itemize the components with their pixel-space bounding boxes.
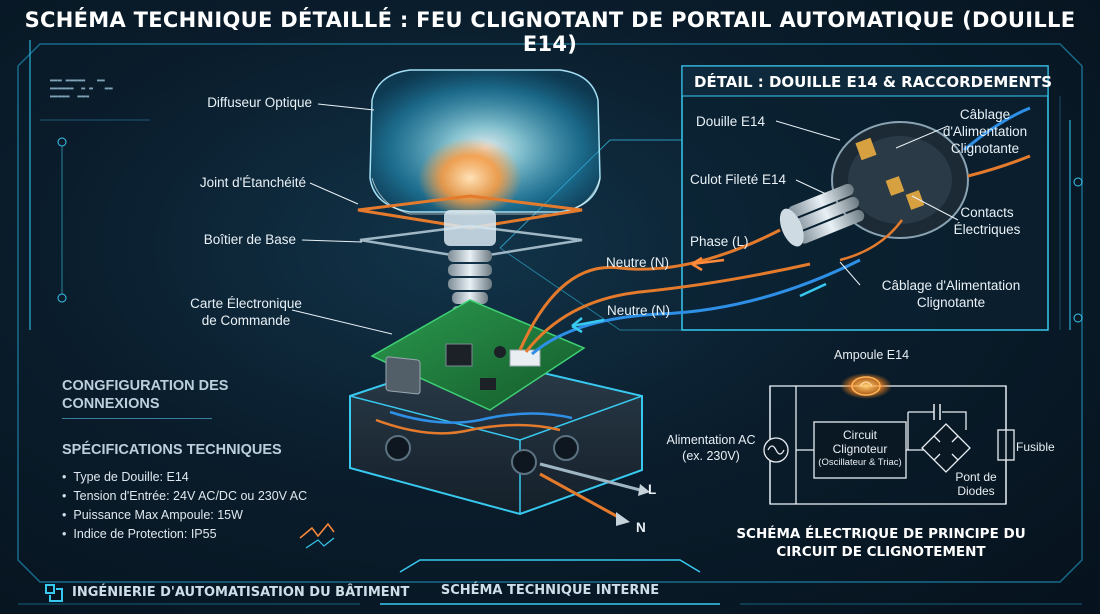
label-feed-wiring-top: Câblage d'Alimentation Clignotante <box>930 106 1040 157</box>
connections-title-2: CONNEXIONS <box>62 396 160 412</box>
spec-item: Puissance Max Ampoule: 15W <box>62 506 307 525</box>
label-feed-wiring-top-2: d'Alimentation <box>942 124 1028 139</box>
label-bridge: Pont de Diodes <box>950 470 1002 498</box>
label-board-line1: Carte Électronique <box>190 296 302 311</box>
circuit-caption-2: CIRCUIT DE CLIGNOTEMENT <box>776 544 986 560</box>
specs-list: Type de Douille: E14 Tension d'Entrée: 2… <box>62 468 307 544</box>
label-seal: Joint d'Étanchéité <box>199 175 306 190</box>
label-fuse: Fusible <box>1016 440 1055 454</box>
label-flasher-3: (Oscillateur & Triac) <box>818 457 902 468</box>
connections-title-1: CONGFIGURATION DES <box>62 378 229 394</box>
label-supply-2: (ex. 230V) <box>682 449 740 463</box>
circuit-caption-1: SCHÉMA ÉLECTRIQUE DE PRINCIPE DU <box>736 526 1026 542</box>
footer-left: INGÉNIERIE D'AUTOMATISATION DU BÂTIMENT <box>72 585 410 600</box>
spec-item: Tension d'Entrée: 24V AC/DC ou 230V AC <box>62 487 307 506</box>
label-contacts-1: Contacts <box>960 205 1014 220</box>
label-diffuser: Diffuseur Optique <box>207 95 312 110</box>
footer-center: SCHÉMA TECHNIQUE INTERNE <box>440 583 660 598</box>
spec-item: Indice de Protection: IP55 <box>62 525 307 544</box>
diffuser-dome <box>369 69 601 218</box>
label-contacts: Contacts Électriques <box>946 204 1028 238</box>
label-board: Carte Électronique de Commande <box>172 295 320 329</box>
label-feed-wiring-bottom: Câblage d'Alimentation Clignotante <box>862 277 1040 311</box>
divider <box>62 418 212 419</box>
label-bridge-2: Diodes <box>957 484 995 498</box>
detail-title: DÉTAIL : DOUILLE E14 & RACCORDEMENTS <box>694 73 1053 91</box>
label-feed-wiring-top-3: Clignotante <box>950 141 1020 156</box>
label-bulb: Ampoule E14 <box>834 348 910 362</box>
label-feed-wiring-bottom-1: Câblage d'Alimentation <box>881 278 1021 293</box>
label-bridge-1: Pont de <box>955 470 997 484</box>
label-supply: Alimentation AC (ex. 230V) <box>662 432 760 464</box>
spec-item: Type de Douille: E14 <box>62 468 307 487</box>
label-flasher-2: Clignoteur <box>832 442 888 456</box>
label-neutral-upper: Neutre (N) <box>606 255 670 270</box>
label-contacts-2: Électriques <box>953 222 1021 237</box>
label-socket: Douille E14 <box>696 114 766 129</box>
page-title: SCHÉMA TECHNIQUE DÉTAILLÉ : FEU CLIGNOTA… <box>24 8 1076 56</box>
label-flasher: Circuit Clignoteur (Oscillateur & Triac) <box>814 428 906 470</box>
label-threaded-base: Culot Fileté E14 <box>690 172 787 187</box>
circuit-caption: SCHÉMA ÉLECTRIQUE DE PRINCIPE DU CIRCUIT… <box>716 525 1046 561</box>
junction-box <box>349 354 643 516</box>
hud-readout: ▬▬▬ ▬▬▬▬▬ ▬▬ ▬▬▬▬▬▬ ▬ ▬ ▬▬ ▬▬▬▬▬ ▬▬▬ <box>50 76 113 100</box>
label-feed-wiring-bottom-2: Clignotante <box>916 295 986 310</box>
label-neutral-lower: Neutre (N) <box>607 303 671 318</box>
label-flasher-1: Circuit <box>842 428 877 442</box>
label-housing: Boîtier de Base <box>203 232 296 247</box>
label-phase: Phase (L) <box>690 234 749 249</box>
label-feed-wiring-top-1: Câblage <box>959 107 1011 122</box>
specs-title: SPÉCIFICATIONS TECHNIQUES <box>62 442 282 458</box>
label-supply-1: Alimentation AC <box>666 433 756 447</box>
label-terminal-n: N <box>636 520 646 535</box>
label-board-line2: de Commande <box>201 313 291 328</box>
label-terminal-l: L <box>648 482 657 497</box>
connections-title: CONGFIGURATION DES CONNEXIONS <box>62 377 228 413</box>
logo-icon <box>44 583 64 603</box>
socket-detail <box>779 106 1031 262</box>
